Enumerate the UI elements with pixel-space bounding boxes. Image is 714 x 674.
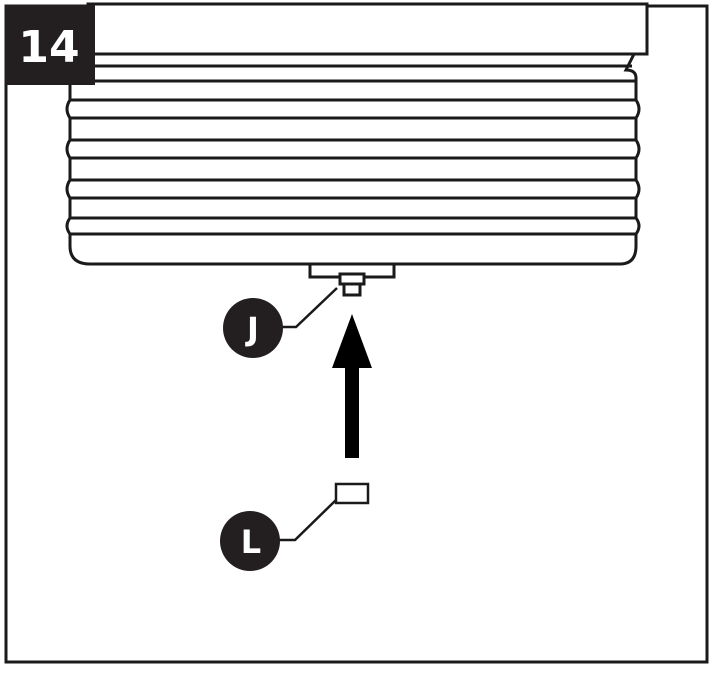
callout-j-letter: J — [245, 310, 259, 348]
up-arrow-icon — [332, 314, 372, 458]
stud-nut-base — [342, 282, 362, 297]
callout-l-letter: L — [241, 523, 261, 561]
step-number: 14 — [18, 22, 79, 73]
callout-j: J — [223, 298, 283, 358]
leader-line-j — [280, 287, 338, 329]
fixture-top-plate — [86, 2, 649, 56]
leader-line-l — [278, 499, 337, 542]
shade-ribs — [70, 64, 636, 236]
callout-l: L — [220, 511, 280, 571]
part-l-cap — [334, 482, 370, 505]
step-badge: 14 — [5, 5, 95, 85]
